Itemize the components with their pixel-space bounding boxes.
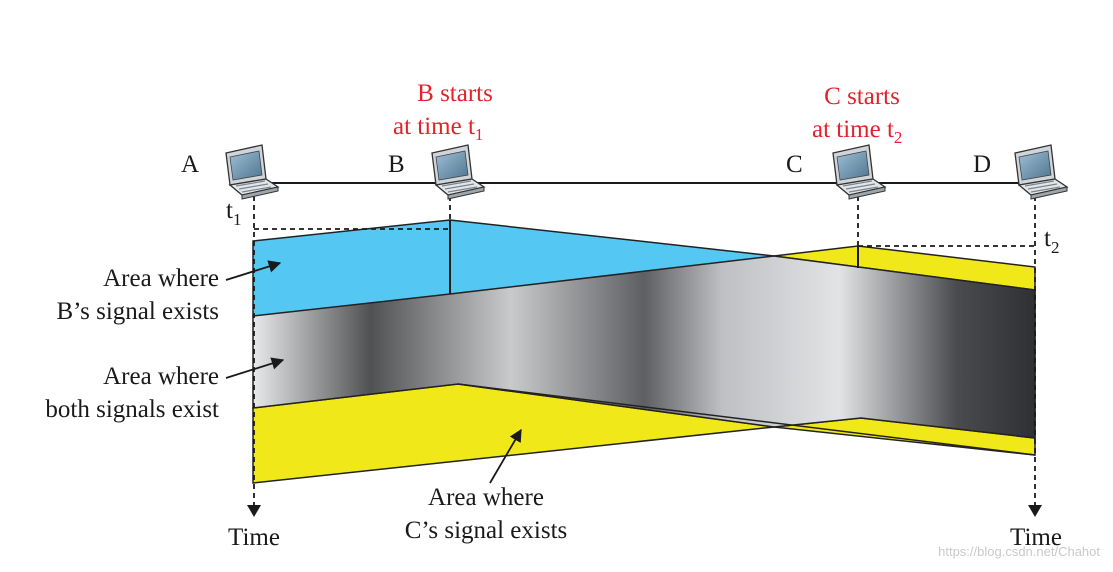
time-arrow-left-icon [247,505,261,517]
area-both-label-line2: both signals exist [45,396,219,423]
watermark: https://blog.csdn.net/Chahot [938,544,1100,559]
area-both-arrow-icon [225,357,285,379]
laptop-b-icon [431,144,485,200]
station-d-label: D [973,151,991,178]
area-c-label-line2: C’s signal exists [405,517,568,544]
area-b-arrow-icon [225,260,282,281]
time-label-left: Time [228,524,280,551]
t1-label: t1 [226,197,241,229]
area-both-label-line1: Area where [103,363,219,390]
b-starts-line1: B starts [417,80,493,107]
area-b-label-line2: B’s signal exists [56,298,219,325]
time-arrow-right-icon [1028,505,1042,517]
c-starts-line2: at time t2 [812,116,902,147]
t2-label: t2 [1044,225,1059,257]
area-c-arrow-icon [489,428,522,484]
time-guides [253,196,1036,505]
time-label-right: Time [1010,524,1062,551]
laptop-c-icon [832,144,886,200]
area-c-label-line1: Area where [428,484,544,511]
b-starts-line2: at time t1 [393,113,483,144]
station-a-label: A [181,151,199,178]
area-b-label-line1: Area where [103,265,219,292]
laptop-a-icon [225,144,279,200]
overlap-region [252,255,1036,439]
station-b-label: B [388,151,405,178]
b-signal-lower-edge [457,383,1036,456]
c-starts-line1: C starts [824,83,900,110]
laptop-d-icon [1014,144,1068,200]
station-c-label: C [786,151,803,178]
